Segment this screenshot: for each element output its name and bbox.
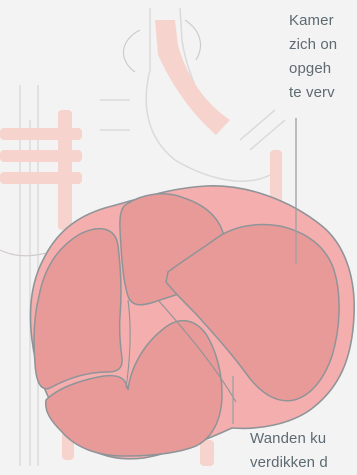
- callout-top-line-2: zich on: [289, 33, 337, 57]
- callout-top-line-1: Kamer: [289, 9, 337, 33]
- callout-bottom-line-2: verdikken d: [250, 451, 328, 475]
- callout-top-line-4: te verv: [289, 81, 337, 105]
- faded-vessel-bottom: [200, 440, 214, 466]
- callout-top-text: Kamer zich on opgeh te verv: [289, 9, 337, 105]
- faded-vessel-bar-1: [0, 128, 82, 140]
- callout-top-line-3: opgeh: [289, 57, 337, 81]
- faded-vessel-bar-2: [0, 150, 82, 162]
- heart-cross-section: [31, 186, 355, 459]
- callout-bottom-text: Wanden ku verdikken d: [250, 427, 328, 475]
- faded-vessel-bar-3: [0, 172, 82, 184]
- vena-cava-outline: [20, 85, 38, 466]
- callout-bottom-line-1: Wanden ku: [250, 427, 328, 451]
